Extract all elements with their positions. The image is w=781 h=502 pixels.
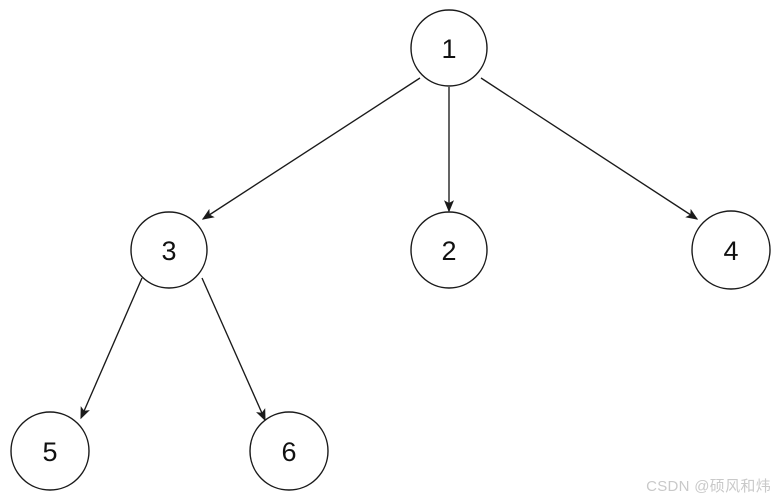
node-label-4: 4	[723, 236, 738, 266]
node-circle-5	[10, 411, 90, 491]
tree-node-4[interactable]: 4	[691, 210, 771, 290]
node-label-1: 1	[441, 34, 456, 64]
tree-node-5[interactable]: 5	[10, 411, 90, 491]
edges-group	[80, 77, 699, 422]
edge-n3-to-n5	[80, 277, 143, 420]
node-circle-6	[249, 411, 329, 491]
node-label-6: 6	[281, 437, 296, 467]
edge-n3-to-n6	[201, 277, 266, 422]
node-label-2: 2	[441, 236, 456, 266]
csdn-watermark: CSDN @硕风和炜	[646, 478, 771, 495]
node-circle-2	[410, 211, 488, 289]
tree-node-3[interactable]: 3	[130, 211, 208, 289]
node-circle-3	[130, 211, 208, 289]
tree-node-1[interactable]: 1	[410, 9, 488, 87]
nodes-group: 1 3 2 4 5 6	[10, 9, 771, 491]
node-circle-4	[691, 210, 771, 290]
tree-node-6[interactable]: 6	[249, 411, 329, 491]
node-label-3: 3	[161, 236, 176, 266]
node-label-5: 5	[42, 437, 57, 467]
tree-node-2[interactable]: 2	[410, 211, 488, 289]
edge-n1-to-n4	[480, 77, 699, 220]
edge-n1-to-n3	[201, 77, 421, 220]
node-circle-1	[410, 9, 488, 87]
